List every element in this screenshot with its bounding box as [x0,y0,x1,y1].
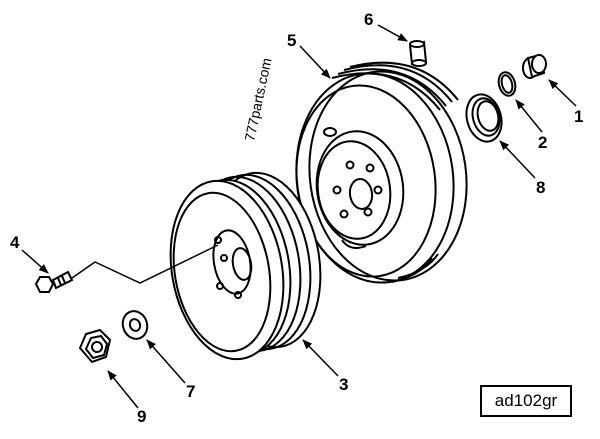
callout-5: 5 [287,31,296,50]
leader-3 [302,339,339,377]
plug [522,53,547,79]
vibration-damper [295,61,468,284]
hex-nut [78,328,112,364]
leader-lines [21,24,577,409]
leader-2 [515,99,543,133]
o-ring [497,71,517,97]
leader-6 [377,24,408,42]
leader-5 [299,45,331,79]
leader-4-extension [71,244,219,284]
callout-6: 6 [364,10,373,29]
watermark-text: 777parts.com [241,56,274,142]
crankshaft-pulley [169,171,322,361]
figure-code-label: ad102gr [480,385,572,417]
capscrew [34,270,74,293]
dowel-pin [408,40,428,67]
callout-9: 9 [137,407,146,426]
callout-4: 4 [10,233,20,252]
leader-7 [146,339,186,384]
callout-3: 3 [339,375,348,394]
callout-1: 1 [574,107,583,126]
leader-4 [21,249,49,274]
leader-1 [548,79,577,107]
leader-9 [107,370,139,409]
leader-8 [499,140,536,179]
callout-8: 8 [536,178,545,197]
callout-2: 2 [538,133,547,152]
washer [121,310,149,340]
seal [465,93,503,143]
callout-7: 7 [186,382,195,401]
